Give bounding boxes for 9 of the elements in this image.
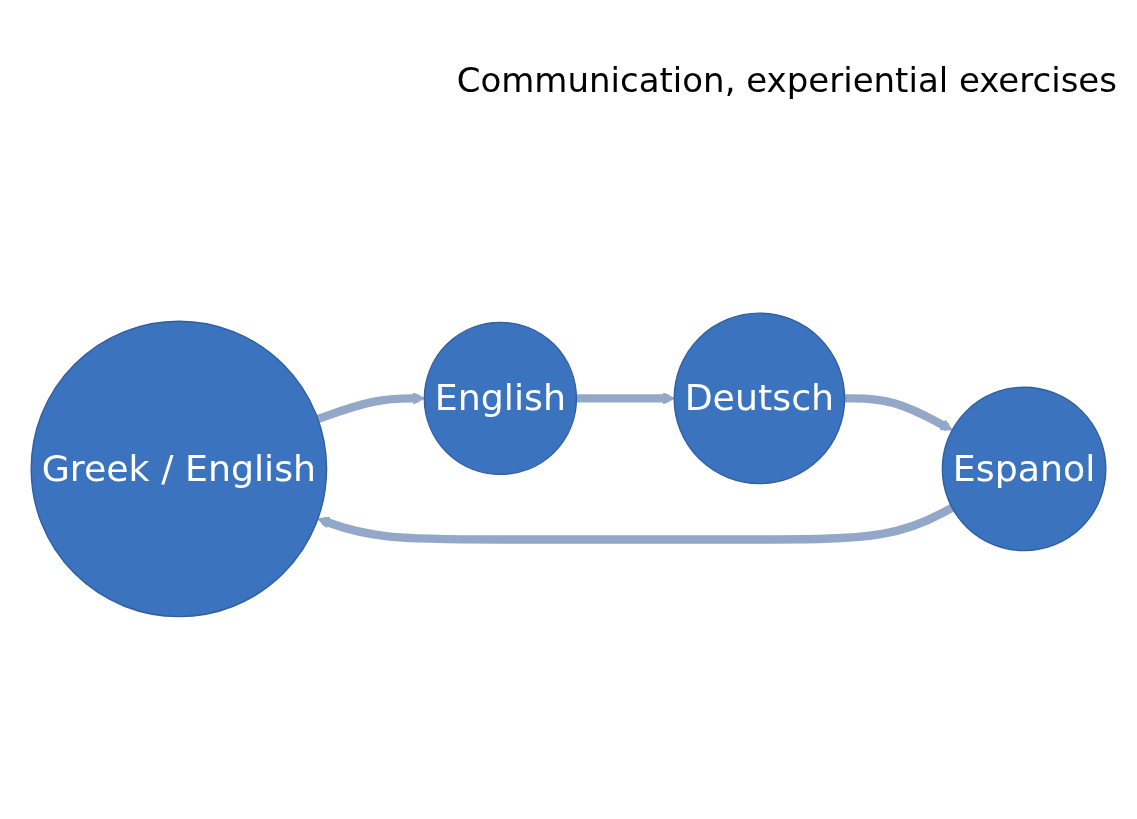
- note-text: Communication, experiential exercises: [456, 60, 1117, 100]
- node-circle: Espanol: [941, 386, 1107, 552]
- arrow: [316, 392, 425, 424]
- node-circle: Deutsch: [673, 312, 846, 485]
- node-circle: Greek / English: [30, 320, 328, 618]
- arrow: [317, 504, 955, 544]
- arrow: [576, 392, 675, 405]
- node-circle: English: [423, 321, 578, 476]
- arrow: [844, 394, 953, 432]
